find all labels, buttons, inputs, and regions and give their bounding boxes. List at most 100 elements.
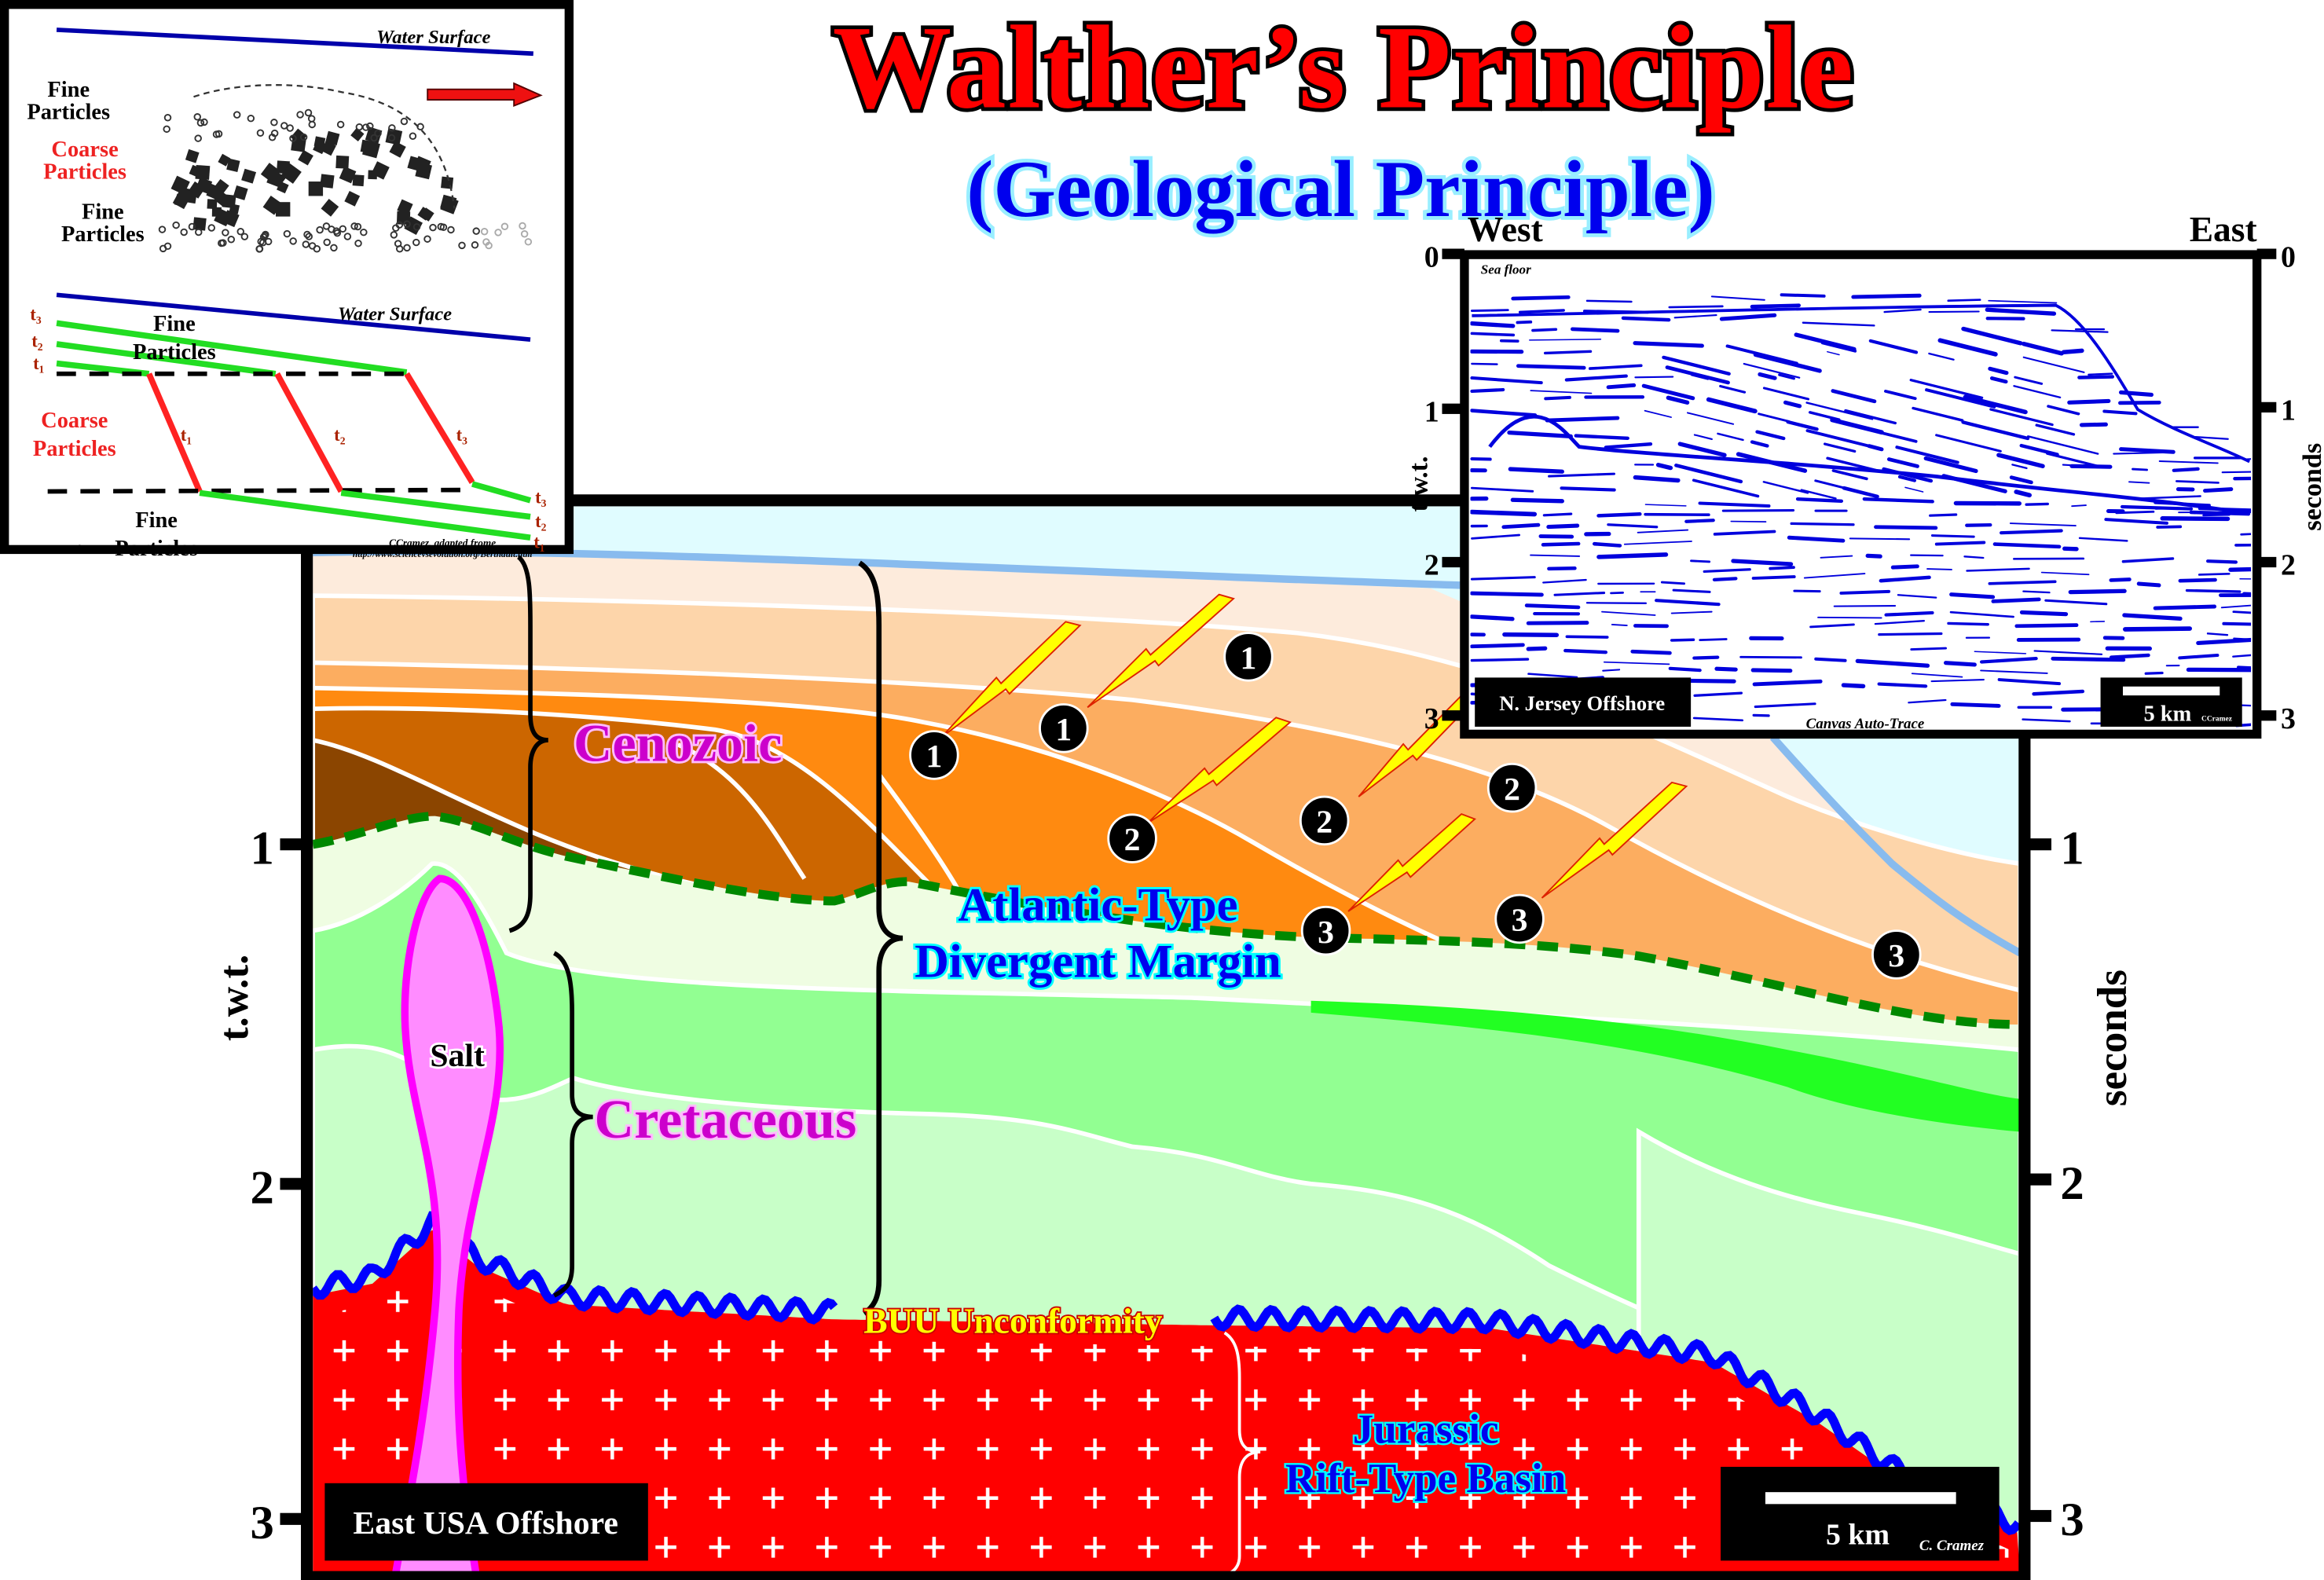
no-scale-label: no scale <box>55 544 85 553</box>
seismic-reflector <box>1470 509 1538 517</box>
credit-line-1: CCramez, adapted frome <box>389 537 496 549</box>
seismic-reflector <box>1750 303 1801 309</box>
seismic-reflector <box>1666 395 1690 405</box>
fine-particle <box>308 242 317 250</box>
seismic-reflector <box>1862 497 1934 504</box>
fine-particle <box>296 111 304 119</box>
seismic-reflector <box>1508 467 1564 474</box>
fine-particle <box>196 119 205 127</box>
marker-label: 2 <box>1124 822 1141 858</box>
seismic-reflector <box>2047 405 2080 416</box>
coarse-particle <box>335 155 350 169</box>
cenozoic-brace <box>508 555 549 933</box>
seismic-reflector <box>2194 435 2229 440</box>
fine-particle <box>447 225 455 234</box>
seismic-reflector <box>1565 635 1609 639</box>
fine-particle <box>395 244 404 253</box>
time-label: t₁ <box>33 354 44 373</box>
fine-particle <box>423 235 431 243</box>
seismic-reflector <box>1563 648 1608 654</box>
seismic-reflector <box>2156 525 2183 529</box>
seismic-reflector <box>2032 689 2085 696</box>
seismic-reflector <box>1930 534 1975 538</box>
seismic-left-tick-0: 0 <box>1424 240 1439 273</box>
coarse-particle <box>226 158 240 172</box>
seismic-reflector <box>1470 309 1509 312</box>
seismic-left-tick-2: 2 <box>1424 549 1439 582</box>
seismic-reflector <box>1668 305 1724 309</box>
seismic-horizon <box>1488 415 2250 516</box>
seismic-reflector <box>2228 566 2252 572</box>
seismic-reflector <box>2236 665 2252 670</box>
seismic-reflector <box>2109 653 2150 659</box>
time-label: t₃ <box>456 425 468 445</box>
yellow-arrow <box>1347 812 1476 912</box>
seismic-reflector <box>1596 552 1669 559</box>
seismic-reflector <box>1621 316 1671 322</box>
seismic-reflector <box>1851 293 1922 299</box>
seismic-reflector <box>1947 299 1981 302</box>
seismic-reflector <box>2019 610 2069 617</box>
fine-particle <box>233 111 241 119</box>
seismic-reflector <box>1961 326 2023 346</box>
seismic-reflector <box>1641 383 1695 401</box>
main-frame <box>301 494 2031 1580</box>
seismic-left-axis-label: t.w.t. <box>1405 456 1434 511</box>
seismic-reflector <box>1778 373 1795 380</box>
seismic-reflector <box>1665 365 1730 385</box>
seismic-reflector <box>2014 489 2032 498</box>
water-surface-line <box>56 292 531 342</box>
time-label: t₁ <box>533 533 544 552</box>
sequence-marker: 2 <box>1486 762 1538 813</box>
seismic-reflector <box>1470 456 1492 461</box>
seismic-reflector <box>2035 423 2076 436</box>
seismic-reflector <box>1823 442 1857 453</box>
seismic-frame <box>1460 250 2262 739</box>
seismic-reflector <box>2137 495 2201 500</box>
seismic-reflector <box>1877 682 1928 688</box>
seismic-reflector <box>1762 481 1809 494</box>
fine-particle <box>409 132 417 140</box>
coarse-particle <box>321 199 339 217</box>
seismic-reflector <box>1963 394 2028 415</box>
seismic-reflector <box>1878 431 1918 443</box>
fine-particle <box>480 227 489 236</box>
seismic-reflector <box>1677 442 1727 457</box>
seismic-reflector <box>1693 691 1743 697</box>
credit-line-2: http://www.sciencevsevolution.org/Bertha… <box>353 550 533 559</box>
coarse-particle <box>412 156 431 174</box>
marker-circle <box>1486 762 1538 813</box>
seismic-reflector <box>1886 457 1919 468</box>
fine-particle <box>316 225 324 234</box>
fine-particle <box>303 230 311 239</box>
sequence-marker: 1 <box>909 730 959 780</box>
yellow-arrow <box>1146 717 1292 824</box>
seismic-reflector <box>1839 589 1891 595</box>
seismic-reflector <box>1690 559 1711 563</box>
time-label: t₂ <box>334 425 346 445</box>
marker-circle <box>1039 703 1089 753</box>
coarse-particle <box>417 207 432 221</box>
seismic-reflector <box>2011 464 2028 470</box>
coarse-particle <box>280 163 302 184</box>
seismic-reflector <box>1739 655 1802 659</box>
coarse-particle <box>350 127 365 141</box>
right-axis-label: seconds <box>2090 970 2135 1106</box>
seismic-reflector <box>2175 480 2220 484</box>
right-axis: 1 2 3 seconds <box>2024 822 2135 1546</box>
fine-particle <box>158 225 167 233</box>
seismic-reflector <box>1795 497 1844 503</box>
fine-particle <box>163 113 172 122</box>
fine-particle <box>257 237 265 246</box>
scale-box <box>1721 1466 2000 1561</box>
seismic-reflector <box>1988 580 2057 585</box>
seismic-reflector <box>2077 375 2115 379</box>
seismic-reflector <box>2206 559 2238 564</box>
seismic-reflector <box>1883 308 1922 313</box>
coarse-particle <box>233 185 248 200</box>
fine-particle <box>256 129 265 137</box>
time-label: t₃ <box>30 305 42 324</box>
seismic-reflector <box>1544 395 1571 401</box>
seismic-reflector <box>2033 650 2103 655</box>
fine-particle <box>264 237 273 246</box>
